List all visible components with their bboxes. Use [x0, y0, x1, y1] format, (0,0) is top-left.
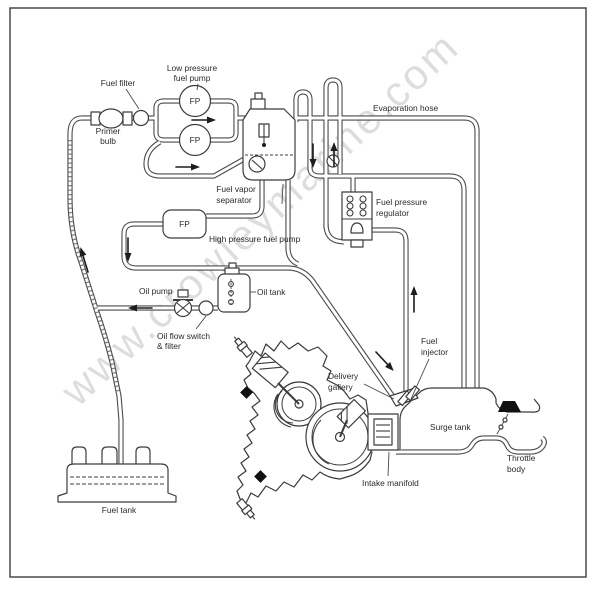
- oil-flow-switch-label-1: Oil flow switch: [157, 331, 210, 341]
- fuel-injector: [405, 385, 421, 402]
- surge-tank-label: Surge tank: [430, 422, 471, 432]
- flow-arrow-up-icon: [79, 247, 89, 273]
- fuel-filter-label: Fuel filter: [101, 78, 136, 88]
- primer-bulb-label-2: bulb: [100, 136, 116, 146]
- upper-spark-plug-icon: [233, 336, 253, 358]
- upper-reed-valve: [240, 386, 253, 399]
- evaporation-hose-label: Evaporation hose: [373, 103, 439, 113]
- delivery-gallery-label-1: Delivery: [328, 371, 359, 381]
- flow-arrow-down-icon: [124, 237, 132, 262]
- fp-badge-high: FP: [179, 219, 190, 229]
- throttle-body-label-2: body: [507, 464, 526, 474]
- oil-pump: [173, 289, 193, 318]
- lower-reed-valve: [254, 470, 267, 483]
- fuel-vapor-separator-label-1: Fuel vapor: [216, 184, 256, 194]
- flow-arrow-right-icon: [175, 163, 200, 171]
- fuel-filter: [132, 109, 150, 127]
- fuel-vapor-separator-label-2: separator: [216, 195, 252, 205]
- engine-cross-section: [233, 336, 399, 520]
- low-pressure-pump-label-2: fuel pump: [174, 73, 211, 83]
- high-pressure-pump-label: High pressure fuel pump: [209, 234, 301, 244]
- oil-flow-switch: [198, 300, 214, 316]
- fuel-pressure-regulator-label-1: Fuel pressure: [376, 197, 428, 207]
- suction-hose-hatching: [68, 140, 120, 393]
- oil-tank-label: Oil tank: [257, 287, 286, 297]
- oil-pump-label: Oil pump: [139, 286, 173, 296]
- fuel-vapor-separator: [242, 92, 296, 181]
- oil-tank: [217, 262, 251, 313]
- high-pressure-fuel-pump: FP: [162, 209, 207, 239]
- flow-arrows: [79, 116, 418, 372]
- throttle-valve-block: [498, 401, 521, 412]
- fuel-injector-label-2: injector: [421, 347, 448, 357]
- flow-arrow-left-icon: [128, 304, 153, 312]
- intake-manifold-label: Intake manifold: [362, 478, 419, 488]
- fuel-tank: [57, 446, 177, 503]
- flow-arrow-up-icon: [410, 286, 418, 313]
- flow-arrow-right-icon: [191, 116, 216, 124]
- throttle-body-label-1: Throttle: [507, 453, 536, 463]
- fp-badge-upper: FP: [190, 96, 201, 106]
- leader-lines: [125, 83, 430, 477]
- diagram-border: [9, 7, 587, 578]
- labels: Fuel filter Low pressure fuel pump Prime…: [96, 63, 536, 515]
- fuel-pressure-regulator: [341, 191, 373, 248]
- flow-arrow-down-icon: [309, 143, 317, 168]
- lower-spark-plug-icon: [236, 498, 256, 520]
- fuel-tank-label: Fuel tank: [102, 505, 137, 515]
- oil-flow-switch-label-2: & filter: [157, 341, 181, 351]
- primer-bulb: [90, 108, 133, 129]
- intake-manifold: [367, 413, 399, 451]
- upper-piston: [251, 352, 289, 389]
- flow-arrow-up-icon: [330, 142, 338, 167]
- throttle-linkage: [496, 413, 509, 435]
- fp-badge-lower: FP: [190, 135, 201, 145]
- fuel-pressure-regulator-label-2: regulator: [376, 208, 409, 218]
- delivery-gallery-label-2: gallery: [328, 382, 353, 392]
- fuel-injector-label-1: Fuel: [421, 336, 437, 346]
- primer-bulb-label-1: Primer: [96, 126, 121, 136]
- flow-arrow-diagonal-icon: [375, 351, 394, 372]
- low-pressure-pump-label-1: Low pressure: [167, 63, 218, 73]
- delivery-gallery: [389, 385, 421, 407]
- lower-piston: [336, 398, 367, 429]
- surge-tank: [399, 387, 541, 450]
- low-pressure-fuel-pumps: FP FP: [178, 84, 212, 157]
